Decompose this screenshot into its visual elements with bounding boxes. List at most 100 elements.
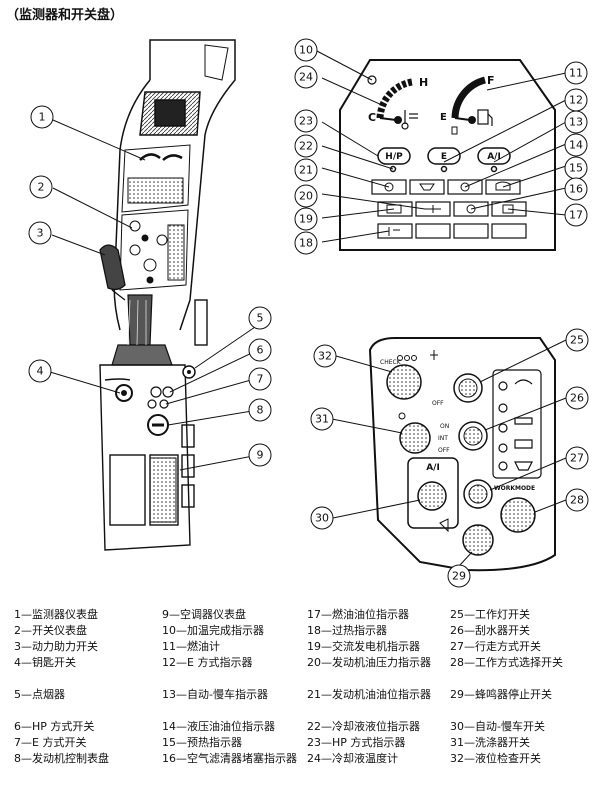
wiper-int-label: INT <box>438 435 448 442</box>
auto-idle-label: A/I <box>426 463 440 473</box>
callout-3: 3 <box>37 227 44 240</box>
callout-31: 31 <box>315 413 329 426</box>
callout-10: 10 <box>299 44 313 57</box>
legend-item-7: 7—E 方式开关 <box>14 736 87 749</box>
legend-item-9: 9—空调器仪表盘 <box>162 608 246 621</box>
callout-16: 16 <box>569 183 583 196</box>
callout-15: 15 <box>569 162 583 175</box>
joystick-lever <box>99 244 126 301</box>
diagram-figure: 1 2 3 4 5 6 7 8 9 H C <box>28 38 589 588</box>
right-indicator-column <box>492 369 542 479</box>
legend-item-31: 31—洗涤器开关 <box>450 736 530 749</box>
legend-item-24: 24—冷却液温度计 <box>307 752 398 765</box>
wiper-off-label: OFF <box>438 447 450 454</box>
legend: 1—监测器仪表盘 2—开关仪表盘 3—动力助力开关 4—钥匙开关 5—点烟器 6… <box>14 602 594 782</box>
callout-20: 20 <box>299 190 313 203</box>
legend-item-28: 28—工作方式选择开关 <box>450 656 563 669</box>
callout-26: 26 <box>570 392 584 405</box>
callout-30: 30 <box>315 512 329 525</box>
indicator-icons <box>384 181 514 236</box>
gauge-e-label: E <box>440 112 447 123</box>
callout-8: 8 <box>257 404 264 417</box>
switch-panel: CHECK OFF ON INT OFF A/I <box>368 337 556 572</box>
legend-item-25: 25—工作灯开关 <box>450 608 530 621</box>
alternator-icon <box>386 204 402 214</box>
legend-item-32: 32—液位检查开关 <box>450 752 541 765</box>
callout-28: 28 <box>570 494 584 507</box>
coolant-temp-gauge <box>367 75 418 130</box>
oil-pressure-icon <box>425 205 441 213</box>
fuel-gauge <box>451 76 493 135</box>
legend-item-11: 11—燃油计 <box>162 640 220 653</box>
callout-27: 27 <box>570 452 584 465</box>
legend-item-2: 2—开关仪表盘 <box>14 624 87 637</box>
callout-13: 13 <box>569 116 583 129</box>
check-label: CHECK <box>380 359 402 366</box>
callout-24: 24 <box>299 71 313 84</box>
callout-21: 21 <box>299 164 313 177</box>
wiper-on-label: ON <box>440 423 449 430</box>
callout-7: 7 <box>257 373 264 386</box>
callout-17: 17 <box>569 209 583 222</box>
callout-23: 23 <box>299 115 313 128</box>
thermometer-icon <box>401 110 418 130</box>
callout-18: 18 <box>299 237 313 250</box>
travel-mode-switch <box>463 479 493 509</box>
work-mode-switch <box>500 497 536 533</box>
legend-item-15: 15—预热指示器 <box>162 736 242 749</box>
callout-19: 19 <box>299 213 313 226</box>
buzzer-stop-switch <box>462 524 494 556</box>
callout-5: 5 <box>257 312 264 325</box>
washer-icon <box>398 412 406 420</box>
legend-item-3: 3—动力助力开关 <box>14 640 98 653</box>
level-check-switch <box>386 364 422 400</box>
callout-4: 4 <box>37 365 44 378</box>
legend-item-27: 27—行走方式开关 <box>450 640 541 653</box>
washer-switch <box>399 422 431 454</box>
check-icons <box>397 355 417 361</box>
callout-12: 12 <box>569 94 583 107</box>
worklight-off-label: OFF <box>432 400 444 407</box>
legend-item-17: 17—燃油油位指示器 <box>307 608 409 621</box>
work-light-switch <box>430 350 483 403</box>
callout-11: 11 <box>569 67 583 80</box>
fuel-level-icon <box>502 204 514 214</box>
legend-item-1: 1—监测器仪表盘 <box>14 608 98 621</box>
legend-item-18: 18—过热指示器 <box>307 624 387 637</box>
console-drawing <box>113 39 236 331</box>
page-title: （监测器和开关盘） <box>6 8 124 23</box>
ai-mode-label: A/I <box>487 152 501 162</box>
callout-6: 6 <box>257 344 264 357</box>
hydraulic-oil-icon <box>460 182 470 192</box>
legend-item-19: 19—交流发电机指示器 <box>307 640 420 653</box>
auto-idle-switch <box>417 481 447 511</box>
coolant-level-icon <box>419 183 435 191</box>
legend-item-12: 12—E 方式指示器 <box>162 656 253 669</box>
engine-control-dial <box>147 414 169 436</box>
gauge-c-label: C <box>368 111 376 124</box>
callout-29: 29 <box>452 570 466 583</box>
wiper-switch <box>458 421 488 451</box>
callout-9: 9 <box>257 449 264 462</box>
gear-lever <box>111 294 173 366</box>
indicator-row-3 <box>377 223 527 239</box>
legend-item-20: 20—发动机油压力指示器 <box>307 656 431 669</box>
preheat-icon <box>495 181 511 191</box>
engine-oil-level-icon <box>384 182 394 192</box>
legend-item-21: 21—发动机油油位指示器 <box>307 688 431 701</box>
monitor-panel-small <box>121 144 191 213</box>
hp-mode-label: H/P <box>385 152 403 162</box>
legend-item-26: 26—刮水器开关 <box>450 624 530 637</box>
top-right-callout-numbers: 10 24 23 22 21 20 19 18 11 12 13 14 15 1… <box>299 44 583 250</box>
legend-item-6: 6—HP 方式开关 <box>14 720 95 733</box>
workmode-label: WORKMODE <box>494 485 535 492</box>
bottom-right-callouts <box>310 328 589 588</box>
legend-item-5: 5—点烟器 <box>14 688 65 701</box>
legend-item-29: 29—蜂鸣器停止开关 <box>450 688 552 701</box>
left-callout-numbers: 1 2 3 4 5 6 7 8 9 <box>37 111 264 462</box>
legend-item-22: 22—冷却液液位指示器 <box>307 720 420 733</box>
callout-14: 14 <box>569 139 583 152</box>
legend-item-10: 10—加温完成指示器 <box>162 624 264 637</box>
monitor-panel: H C F E H/P E A/I <box>339 59 556 251</box>
callout-22: 22 <box>299 140 313 153</box>
